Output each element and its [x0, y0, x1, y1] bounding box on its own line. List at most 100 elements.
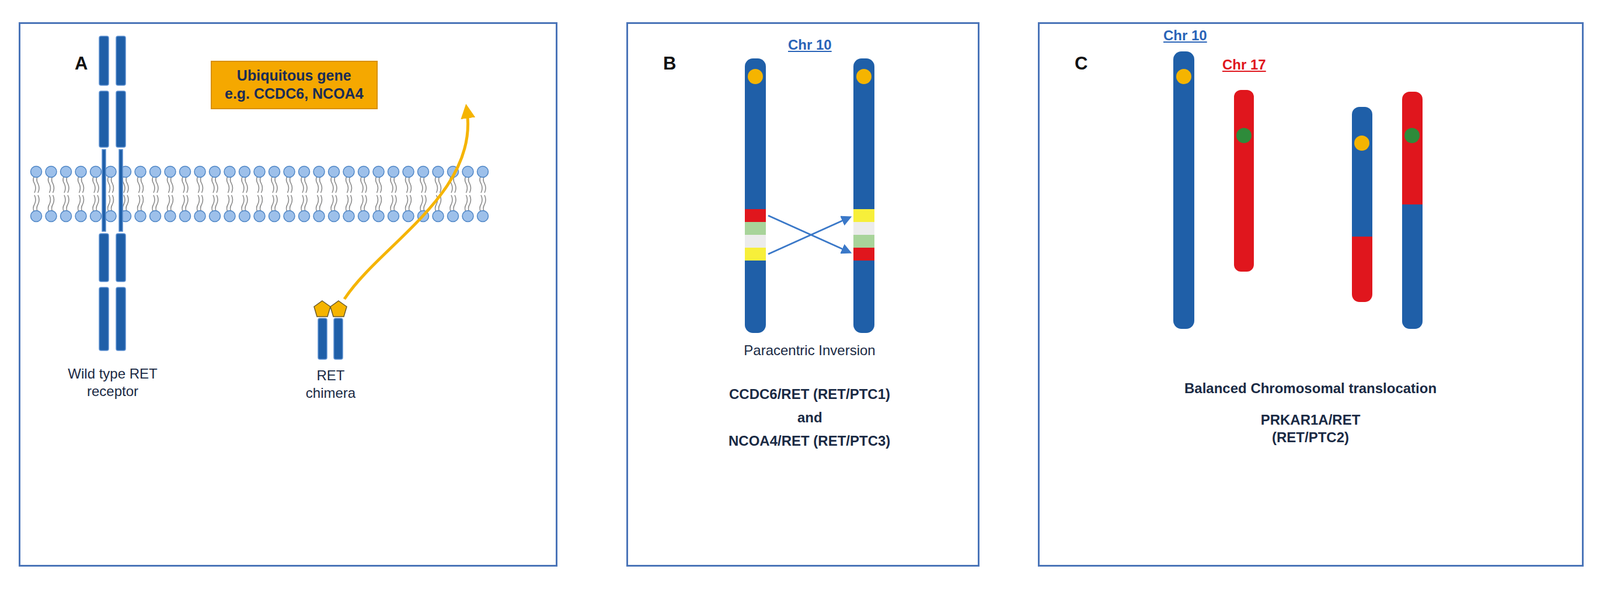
lipid: [435, 175, 442, 193]
chromosome-10-inverted: [853, 58, 875, 333]
lipid: [298, 166, 310, 178]
lipid: [358, 166, 370, 178]
lipid: [179, 210, 191, 222]
lipid: [134, 210, 146, 222]
lipid: [283, 166, 295, 178]
lipid: [90, 210, 102, 222]
lipid: [122, 175, 129, 193]
lipid: [92, 194, 99, 213]
lipid: [402, 210, 414, 222]
lipid: [256, 175, 263, 193]
lipid: [107, 175, 114, 193]
lipid: [48, 175, 55, 193]
lipid: [75, 210, 87, 222]
ret-chimera: [314, 300, 347, 359]
lipid: [301, 194, 308, 213]
lipid: [360, 194, 367, 213]
lipid: [224, 210, 236, 222]
lipid: [150, 166, 162, 178]
lipid: [211, 175, 218, 193]
lipid: [390, 175, 397, 193]
lipid: [48, 194, 55, 213]
lipid: [182, 194, 188, 213]
lipid: [209, 166, 221, 178]
lipid: [375, 194, 382, 213]
panel-letter: A: [74, 53, 88, 75]
lipid: [301, 175, 308, 193]
caption-label: PRKAR1A/RET (RET/PTC2): [1246, 410, 1375, 446]
chromosome-label: Chr 10: [788, 36, 832, 54]
lipid: [432, 210, 444, 222]
lipid: [197, 175, 204, 193]
lipid: [152, 194, 159, 213]
translocation-arrow: [344, 110, 469, 299]
lipid: [343, 166, 355, 178]
lipid: [164, 210, 176, 222]
lipid: [241, 175, 248, 193]
lipid: [316, 194, 323, 213]
lipid: [60, 166, 72, 178]
lipid: [33, 175, 40, 193]
figure-panel: A Ubiquitous genee.g. CCDC6, NCOA4: [18, 22, 558, 567]
lipid: [122, 194, 129, 213]
lipid: [253, 210, 266, 222]
lipid: [330, 194, 337, 213]
lipid: [465, 175, 472, 193]
lipid: [405, 194, 412, 213]
lipid: [182, 175, 188, 193]
lipid: [313, 210, 325, 222]
caption-label: CCDC6/RET (RET/PTC1): [729, 385, 891, 403]
gene-box: Ubiquitous genee.g. CCDC6, NCOA4: [210, 60, 378, 110]
lipid: [465, 194, 472, 213]
lipid: [194, 210, 206, 222]
panel-letter: C: [1074, 53, 1088, 75]
lipid: [107, 194, 114, 213]
lipid: [241, 194, 248, 213]
lipid: [477, 166, 489, 178]
lipid: [164, 166, 176, 178]
lipid: [197, 194, 204, 213]
lipid: [283, 210, 295, 222]
lipid: [479, 194, 486, 213]
figure-panel: C: [1037, 22, 1584, 567]
lipid: [137, 194, 144, 213]
lipid: [316, 175, 323, 193]
lipid: [373, 210, 385, 222]
lipid: [253, 166, 266, 178]
lipid: [269, 166, 281, 178]
lipid: [298, 210, 310, 222]
panel-letter: B: [663, 53, 676, 75]
derivative-chromosome-17: [1402, 91, 1423, 329]
lipid: [477, 210, 489, 222]
lipid: [402, 166, 414, 178]
caption-label: NCOA4/RET (RET/PTC3): [728, 431, 891, 450]
lipid: [63, 194, 69, 213]
lipid: [239, 166, 251, 178]
lipid: [390, 194, 397, 213]
chromosome-10-normal: [744, 58, 766, 333]
caption-label: and: [797, 408, 823, 427]
derivative-chromosome-10: [1351, 106, 1373, 302]
lipid: [330, 175, 337, 193]
lipid: [167, 175, 174, 193]
lipid: [313, 166, 325, 178]
lipid: [134, 166, 146, 178]
lipid: [224, 166, 236, 178]
lipid: [33, 194, 40, 213]
lipid: [256, 194, 263, 213]
lipid: [78, 194, 85, 213]
lipid: [286, 175, 293, 193]
lipid: [45, 210, 57, 222]
lipid: [194, 166, 206, 178]
caption-label: Paracentric Inversion: [739, 341, 880, 359]
chromosome-10: [1173, 51, 1195, 329]
lipid: [105, 166, 117, 178]
lipid: [271, 194, 278, 213]
cell-membrane: [30, 166, 489, 222]
lipid: [388, 166, 400, 178]
caption-label: RET chimera: [297, 366, 365, 402]
lipid: [432, 166, 444, 178]
chromosome-label: Chr 17: [1222, 56, 1267, 74]
lipid: [75, 166, 87, 178]
lipid: [92, 175, 99, 193]
